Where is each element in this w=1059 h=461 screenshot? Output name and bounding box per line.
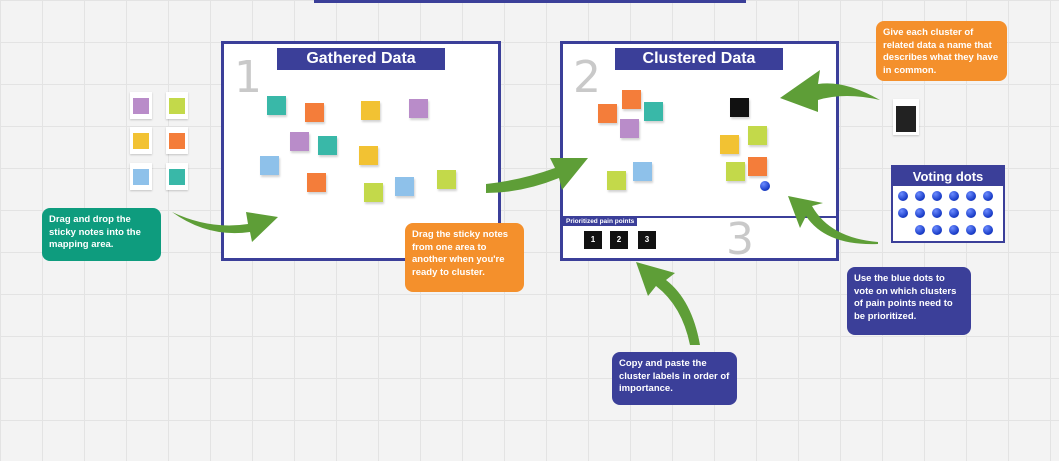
sticky-note[interactable] (267, 96, 286, 115)
voting-dots-panel[interactable]: Voting dots (891, 165, 1005, 243)
arrow-to-gathered (172, 212, 278, 242)
voting-dot[interactable] (915, 191, 925, 201)
sticky-note[interactable] (318, 136, 337, 155)
palette-sticky-purple[interactable] (130, 92, 152, 119)
frame-number: 2 (573, 52, 601, 103)
priority-card-1[interactable]: 1 (584, 231, 602, 249)
sticky-note[interactable] (644, 102, 663, 121)
frame-title: Gathered Data (277, 48, 445, 70)
sticky-note[interactable] (359, 146, 378, 165)
cluster-label-card[interactable] (730, 98, 749, 117)
voting-dot[interactable] (966, 191, 976, 201)
arrow-from-voting-callout (788, 196, 878, 245)
arrow-from-copy-callout (636, 262, 700, 345)
voting-dot[interactable] (966, 208, 976, 218)
sticky-note[interactable] (361, 101, 380, 120)
voting-dot[interactable] (983, 208, 993, 218)
callout-name-cluster: Give each cluster of related data a name… (876, 21, 1007, 81)
arrow-to-clustered (486, 158, 588, 193)
voting-dot[interactable] (898, 208, 908, 218)
sticky-note[interactable] (395, 177, 414, 196)
sticky-note[interactable] (607, 171, 626, 190)
clustered-data-frame[interactable]: Clustered Data 2 Prioritized pain points… (560, 41, 839, 265)
sticky-note[interactable] (622, 90, 641, 109)
sticky-note[interactable] (290, 132, 309, 151)
voting-dot[interactable] (949, 208, 959, 218)
sticky-note[interactable] (409, 99, 428, 118)
voting-dot[interactable] (760, 181, 770, 191)
callout-copy-paste: Copy and paste the cluster labels in ord… (612, 352, 737, 405)
sticky-note[interactable] (748, 157, 767, 176)
sticky-note[interactable] (720, 135, 739, 154)
voting-dot[interactable] (932, 225, 942, 235)
voting-dot[interactable] (932, 191, 942, 201)
sticky-note[interactable] (598, 104, 617, 123)
palette-sticky-lime[interactable] (166, 92, 188, 119)
voting-dot[interactable] (949, 225, 959, 235)
sticky-note[interactable] (620, 119, 639, 138)
sticky-note[interactable] (748, 126, 767, 145)
top-frame-edge (314, 0, 746, 3)
callout-blue-dots: Use the blue dots to vote on which clust… (847, 267, 971, 335)
sticky-note[interactable] (307, 173, 326, 192)
sticky-note[interactable] (260, 156, 279, 175)
prioritized-title: Prioritized pain points (563, 217, 638, 226)
callout-drag-between: Drag the sticky notes from one area to a… (405, 223, 524, 292)
sticky-note[interactable] (437, 170, 456, 189)
voting-dots-title: Voting dots (893, 167, 1003, 186)
sticky-note[interactable] (633, 162, 652, 181)
voting-dot[interactable] (915, 208, 925, 218)
arrow-from-name-callout (780, 70, 880, 112)
callout-drag-drop: Drag and drop the sticky notes into the … (42, 208, 161, 261)
section-divider (563, 216, 839, 218)
palette-sticky-orange[interactable] (166, 127, 188, 154)
voting-dot[interactable] (983, 225, 993, 235)
voting-dot[interactable] (915, 225, 925, 235)
palette-sticky-yellow[interactable] (130, 127, 152, 154)
voting-dot[interactable] (966, 225, 976, 235)
frame-title: Clustered Data (615, 48, 783, 70)
sticky-note[interactable] (726, 162, 745, 181)
voting-dot[interactable] (983, 191, 993, 201)
palette-sticky-blue[interactable] (130, 163, 152, 190)
voting-dot[interactable] (932, 208, 942, 218)
sticky-note[interactable] (364, 183, 383, 202)
frame-number: 1 (234, 52, 262, 103)
sticky-note[interactable] (305, 103, 324, 122)
cluster-label-template[interactable] (893, 99, 919, 135)
priority-card-3[interactable]: 3 (638, 231, 656, 249)
priority-card-2[interactable]: 2 (610, 231, 628, 249)
voting-dot[interactable] (949, 191, 959, 201)
frame-number: 3 (726, 214, 754, 265)
voting-dot[interactable] (898, 191, 908, 201)
palette-sticky-teal[interactable] (166, 163, 188, 190)
